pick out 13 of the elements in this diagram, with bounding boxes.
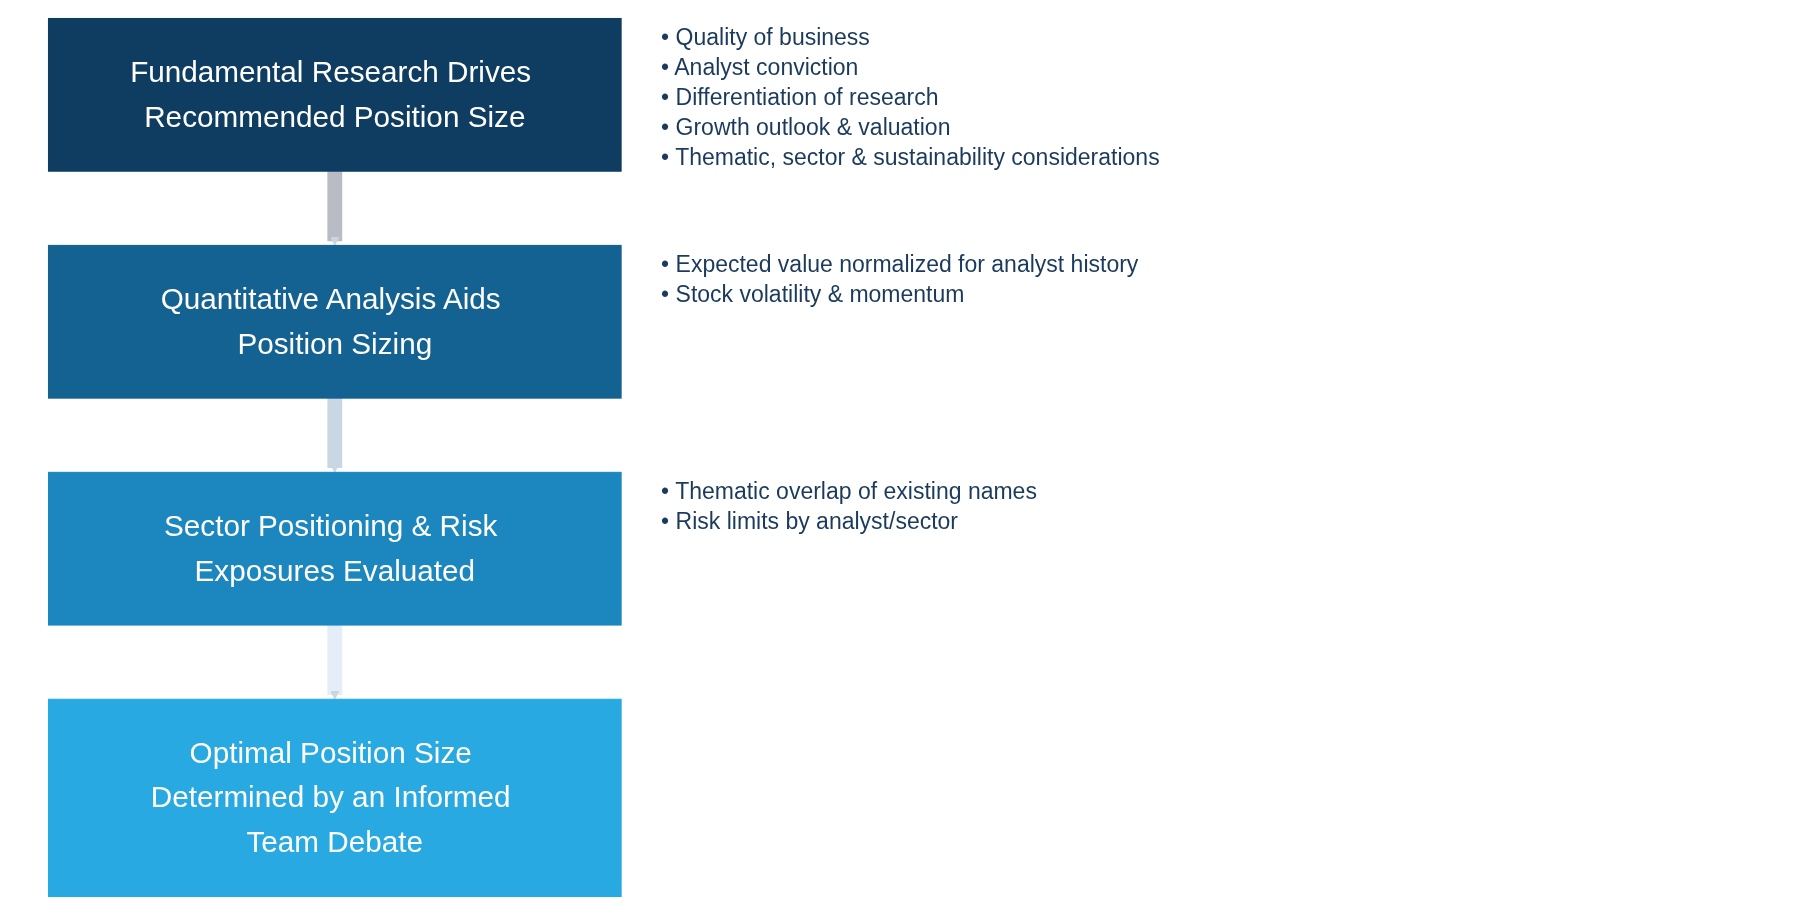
bullet-point: • Stock volatility & momentum	[661, 280, 966, 310]
bullet-point: • Quality of business	[661, 23, 871, 53]
bullet-point: • Risk limits by analyst/sector	[661, 507, 959, 537]
bullet-point: • Growth outlook & valuation	[661, 113, 952, 143]
node-box: Sector Positioning & Risk Exposures Evaluated	[47, 471, 622, 626]
bullet-point: • Expected value normalized for analyst history	[661, 250, 1139, 280]
node-box: Optimal Position Size Determined by an Informed Team Debate	[47, 698, 622, 898]
node-box: Fundamental Research Drives Recommended Position Size	[47, 17, 622, 172]
bullet-point: • Thematic, sector & sustainability considerations	[661, 143, 1160, 173]
bullet-point: • Differentiation of research	[661, 83, 940, 113]
bullet-point: • Thematic overlap of existing names	[661, 477, 1037, 507]
bullet-point: • Analyst conviction	[661, 53, 860, 83]
node-box: Quantitative Analysis Aids Position Sizing	[47, 244, 622, 399]
